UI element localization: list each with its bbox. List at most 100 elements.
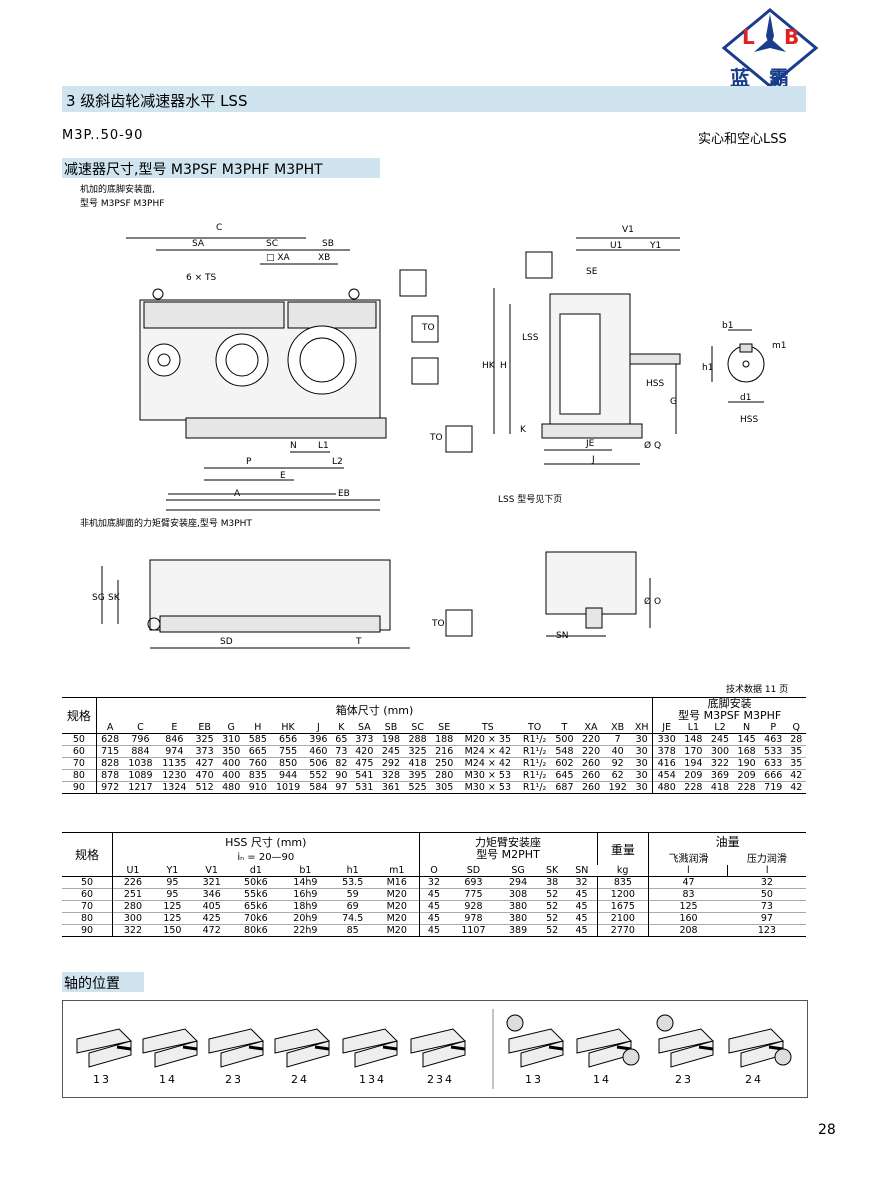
table-cell: 835 (248, 770, 267, 781)
table-cell: 666 (764, 770, 783, 781)
dim-SN: SN (556, 631, 568, 641)
table-cell: 220 (581, 734, 601, 745)
table-cell: R1¹/₂ (522, 770, 547, 781)
dim-C: C (216, 223, 222, 233)
table-cell: M24 × 42 (464, 746, 511, 757)
table-cell: 755 (279, 746, 298, 757)
table-cell: 1217 (128, 782, 153, 793)
table-cell: M24 × 42 (464, 758, 511, 769)
table-cell: 928 (464, 901, 483, 912)
col-header-q: Q (792, 722, 801, 733)
table-cell: 52 (546, 925, 559, 936)
table-cell: 2100 (596, 912, 649, 925)
dim-SE: SE (586, 267, 598, 277)
table-cell: 45 (575, 901, 588, 912)
dim-Y1: Y1 (649, 241, 661, 251)
dim-K: K (520, 425, 527, 435)
shaft-position-label: 234 (427, 1073, 454, 1086)
table-cell: 7 (614, 734, 621, 745)
shaft-position-label: 14 (593, 1073, 611, 1086)
table-cell: 633 (764, 758, 783, 769)
table-cell: 97 (760, 913, 773, 924)
table-cell: 330 (652, 733, 681, 746)
table-cell: 30 (635, 746, 648, 757)
table-cell: M20 (386, 913, 407, 924)
row-size: 60 (62, 888, 114, 901)
col-header-xb: XB (611, 722, 625, 733)
table-cell: 35 (790, 758, 803, 769)
dim-SC: SC (266, 239, 278, 249)
torque-header-2: 型号 M2PHT (476, 848, 540, 861)
table-cell: 220 (581, 746, 601, 757)
table-cell: 260 (581, 770, 601, 781)
table-cell: 1324 (162, 782, 187, 793)
table-cell: M20 × 35 (464, 734, 511, 745)
dim-O: Ø O (644, 596, 661, 607)
table-cell: 73 (760, 901, 773, 912)
row-size: 60 (62, 745, 97, 758)
table-cell: 18h9 (293, 901, 318, 912)
table-cell: 978 (464, 913, 483, 924)
table-cell: 460 (309, 746, 328, 757)
dim-N: N (290, 441, 297, 451)
dim-L1: L1 (318, 441, 329, 451)
shaft-position-label: 134 (359, 1073, 386, 1086)
table-cell: 531 (355, 782, 374, 793)
table-cell: 719 (764, 782, 783, 793)
torque-arm-end-drawing: Ø O SN (545, 551, 661, 641)
symbol-sight-glass-icon (411, 357, 439, 385)
col-header-t: T (561, 722, 568, 733)
table-cell: 209 (684, 770, 703, 781)
col-header-j: J (316, 722, 320, 733)
table-cell: 974 (165, 746, 184, 757)
table-cell: 602 (555, 758, 574, 769)
table-cell: 82 (335, 758, 348, 769)
table-cell: 32 (760, 877, 773, 888)
shaft-section-bar (62, 972, 144, 992)
col-header-l: l (727, 865, 806, 877)
table-cell: 380 (509, 901, 528, 912)
dim-m1: m1 (772, 341, 787, 351)
svg-text:B: B (784, 25, 799, 49)
col-header-a: A (106, 722, 114, 733)
table-cell: 74.5 (342, 913, 364, 924)
table-cell: 45 (575, 925, 588, 936)
note-models: 型号 M3PSF M3PHF (80, 199, 165, 209)
table-cell: 1107 (461, 925, 486, 936)
shaft-position-10: 24 (728, 1028, 792, 1086)
table-cell: 45 (418, 924, 449, 937)
shaft-position-label: 13 (93, 1073, 111, 1086)
table-cell: 83 (648, 888, 728, 901)
table-cell: 92 (611, 758, 624, 769)
table-cell: 42 (790, 782, 803, 793)
row-size: 90 (62, 924, 114, 937)
table-cell: 389 (509, 925, 528, 936)
table-cell: R1¹/₂ (522, 782, 547, 793)
side-view-drawing: C SA SC SB □ XA XB 6 × TS N L1 L2 P E A … (126, 223, 473, 511)
table-cell: 260 (581, 758, 601, 769)
dim-SD: SD (220, 637, 233, 647)
dim-G: G (670, 397, 677, 407)
table-cell: 1135 (162, 758, 187, 769)
table-cell: 305 (435, 782, 454, 793)
col-header-l: l (648, 865, 728, 877)
col-header-p: P (770, 722, 777, 733)
shaft-key-detail: b1 m1 h1 d1 HSS (702, 321, 787, 425)
dim-V1: V1 (622, 225, 634, 235)
dim-E: E (280, 471, 286, 481)
weight-header: 重量 (596, 832, 649, 865)
table-cell: 280 (123, 901, 143, 912)
table-cell: 22h9 (293, 925, 318, 936)
table-cell: 369 (710, 770, 730, 781)
oil-header: 油量 (648, 832, 806, 850)
dim-SB: SB (322, 239, 334, 249)
table-cell: 1230 (162, 770, 187, 781)
table-cell: 28 (790, 734, 803, 745)
table-cell: 525 (408, 782, 427, 793)
